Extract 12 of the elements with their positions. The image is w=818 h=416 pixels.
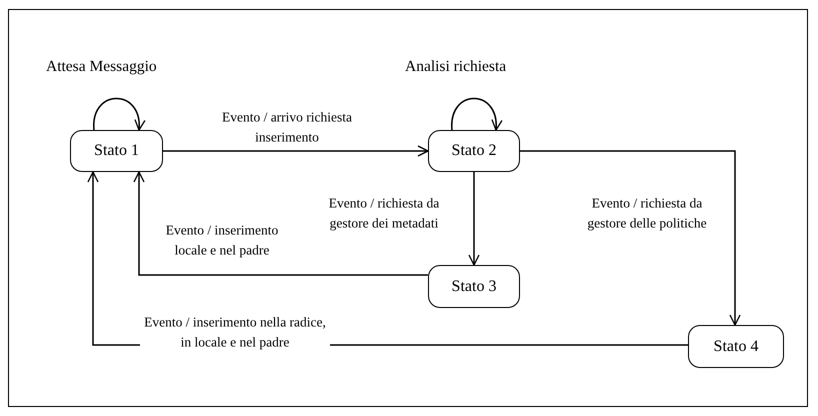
arrow bbox=[163, 145, 429, 157]
state-box: Stato 1 bbox=[70, 130, 163, 172]
state-box: Stato 4 bbox=[688, 325, 784, 368]
state-heading: Attesa Messaggio bbox=[46, 58, 157, 76]
arrow bbox=[468, 172, 480, 266]
state-heading: Analisi richiesta bbox=[405, 58, 506, 76]
state-box: Stato 3 bbox=[428, 265, 520, 308]
self-loop-arrow bbox=[93, 98, 145, 131]
self-loop-arrow bbox=[451, 98, 502, 131]
arrow bbox=[133, 171, 428, 276]
arrow bbox=[520, 150, 741, 326]
state-box: Stato 2 bbox=[428, 130, 520, 172]
